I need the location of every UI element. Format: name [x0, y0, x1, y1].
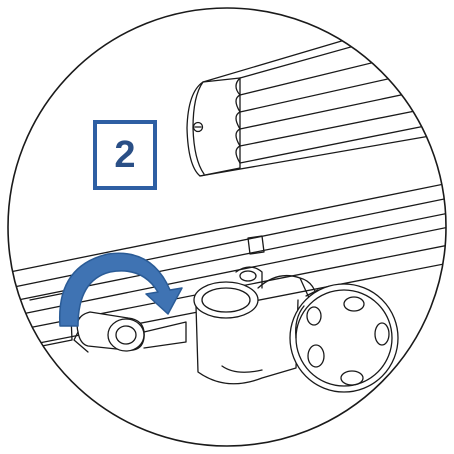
star-knob-icon	[289, 283, 399, 393]
wing-screw	[73, 311, 187, 353]
curved-arrow-icon	[58, 252, 183, 327]
circular-frame	[7, 7, 447, 447]
step-number: 2	[114, 134, 136, 176]
step-number-badge: 2	[93, 120, 157, 190]
clamp-bracket	[193, 266, 319, 385]
heater-housing	[186, 31, 431, 177]
